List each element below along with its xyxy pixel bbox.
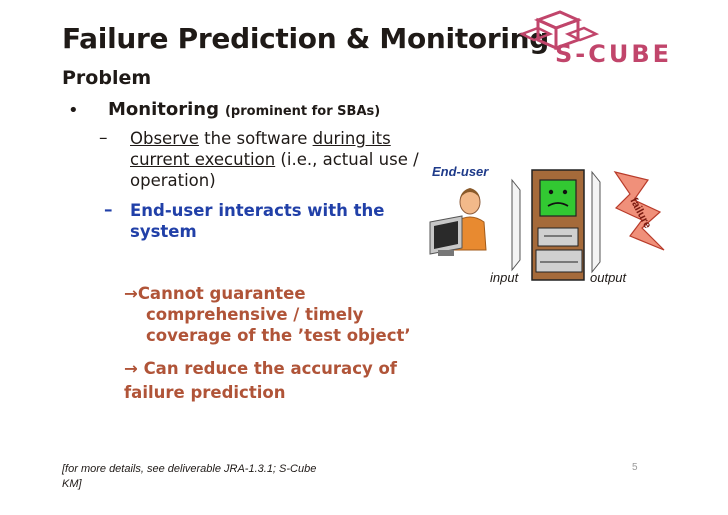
input-label: input [490,270,519,285]
during-execution-text: during its current execution [130,129,391,169]
s-cube-logo [518,10,600,51]
output-arrow [591,170,601,274]
observe-text: Observe [130,129,199,148]
bullet-label: Monitoring [108,99,219,120]
sub-bullet-observe: Observe the software during its current … [130,128,430,191]
computer-icon [531,169,585,281]
consequence-accuracy: → Can reduce the accuracy of failure pre… [124,357,424,405]
output-label: output [590,270,627,285]
monitoring-diagram: failure [429,169,665,281]
bullet-marker: • [68,100,79,121]
dash-marker: – [99,128,108,148]
end-user-label: End-user [432,164,489,179]
footer-reference: [for more details, see deliverable JRA-1… [62,463,317,490]
consequence-line: Cannot guarantee [137,284,306,303]
arrow-icon: → [124,359,138,378]
page-number: 5 [632,462,638,473]
consequence-line: failure prediction [124,383,286,402]
slide-title: Failure Prediction & Monitoring [62,22,550,55]
consequence-coverage: →Cannot guarantee comprehensive / timely… [124,283,424,346]
bullet-note: (prominent for SBAs) [224,104,381,119]
input-arrow [511,178,521,272]
consequence-line: coverage of the ’test object’ [146,326,411,345]
logo-text: S-CUBE [555,40,673,68]
end-user-icon [429,188,487,256]
arrow-icon: → [124,284,138,303]
dash-marker: – [104,200,113,220]
failure-bolt-icon: failure [613,171,665,251]
slide-subtitle: Problem [62,67,152,89]
bullet-monitoring: Monitoring (prominent for SBAs) [108,99,380,120]
software-text: the software [198,129,313,148]
consequence-line: comprehensive / timely [146,305,364,324]
consequence-line: Can reduce the accuracy of [137,359,397,378]
sub-bullet-end-user: End-user interacts with the system [130,201,385,241]
actual-use-text: (i.e., actual use / operation) [130,150,419,190]
